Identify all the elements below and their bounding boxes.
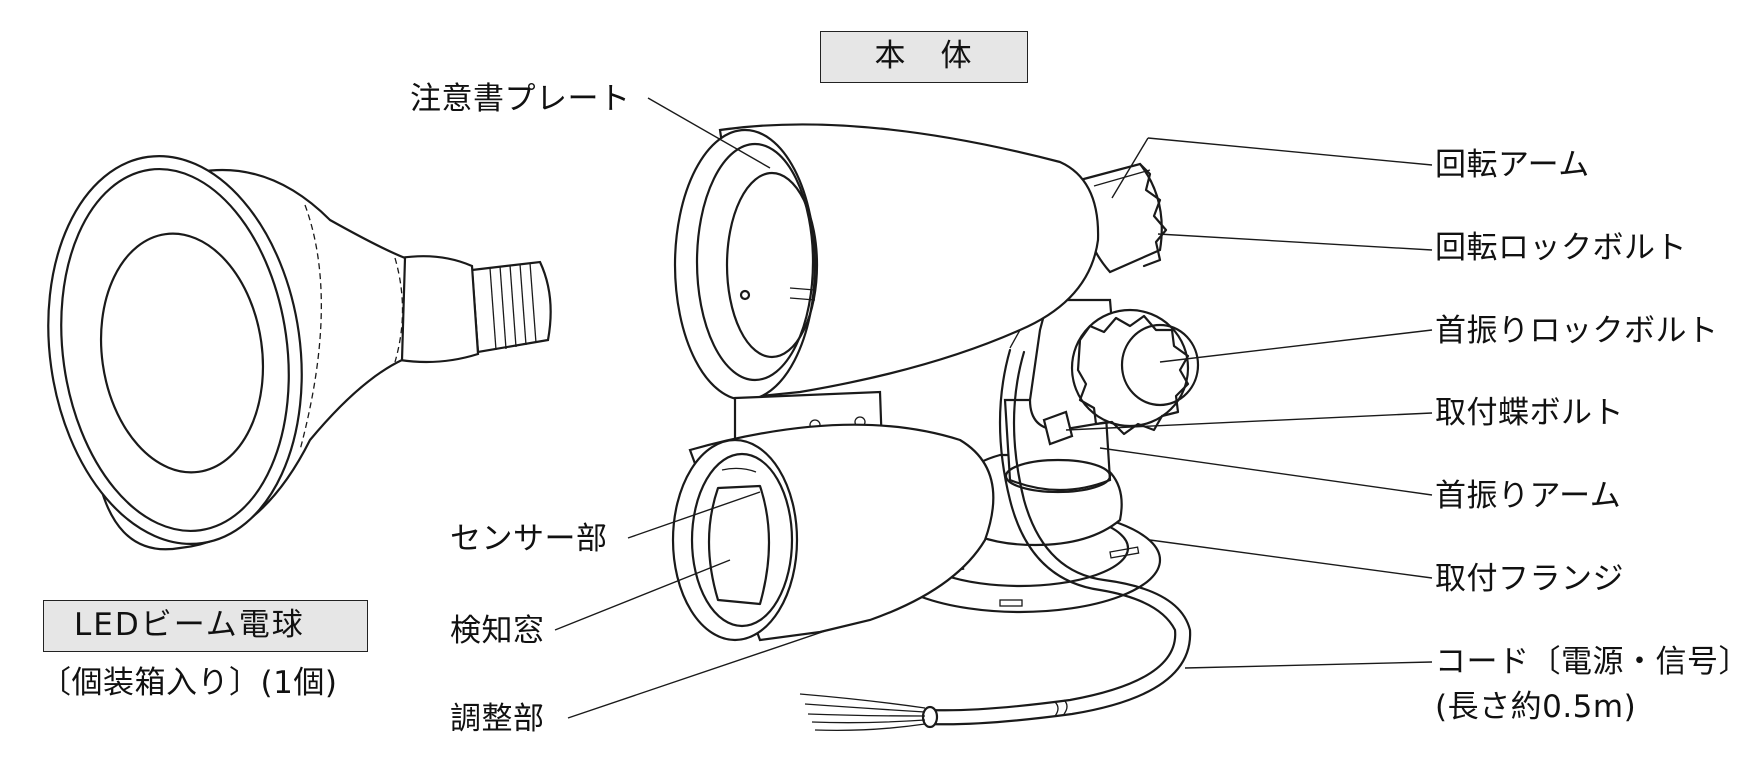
bulb-note: 〔個装箱入り〕(1個) xyxy=(40,665,338,701)
label-cord-length: (長さ約0.5m) xyxy=(1435,689,1637,725)
label-swing-arm: 首振りアーム xyxy=(1435,478,1622,514)
led-bulb-drawing xyxy=(47,155,552,551)
label-mounting-wing-bolt: 取付蝶ボルト xyxy=(1435,395,1624,431)
label-swing-lock-bolt: 首振りロックボルト xyxy=(1435,313,1719,349)
main-body-drawing xyxy=(671,123,1200,732)
label-mounting-flange: 取付フランジ xyxy=(1435,561,1624,597)
label-caution-plate: 注意書プレート xyxy=(410,81,631,117)
label-rotation-arm: 回転アーム xyxy=(1435,147,1590,183)
bulb-name: LEDビーム電球 xyxy=(43,600,368,652)
label-cord: コード〔電源・信号〕 xyxy=(1435,644,1742,680)
body-title: 本 体 xyxy=(820,31,1028,83)
label-adjustment: 調整部 xyxy=(450,701,545,737)
label-detection-window: 検知窓 xyxy=(450,613,545,649)
label-rotation-lock-bolt: 回転ロックボルト xyxy=(1435,230,1687,266)
label-sensor: センサー部 xyxy=(450,521,608,557)
leader-lines xyxy=(554,97,1433,719)
